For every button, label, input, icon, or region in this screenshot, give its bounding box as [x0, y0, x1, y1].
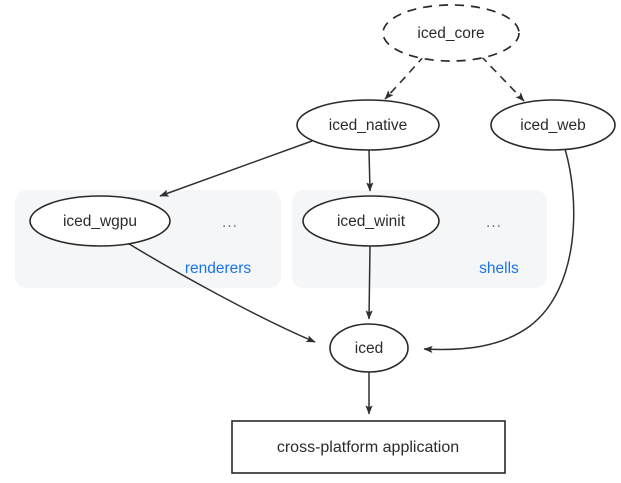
edge-iced-core-to-iced-native	[384, 55, 425, 100]
node-iced-core-shape[interactable]	[382, 4, 520, 62]
node-iced-web[interactable]: iced_web	[490, 99, 616, 151]
node-iced-web-label: iced_web	[520, 117, 586, 134]
node-iced-label: iced	[355, 340, 383, 357]
node-iced[interactable]: iced	[329, 323, 409, 373]
node-iced-wgpu-shape[interactable]	[29, 195, 171, 247]
edge-iced-native-to-iced-winit	[366, 149, 374, 192]
node-iced-shape[interactable]	[329, 323, 409, 373]
node-application-label: cross-platform application	[277, 439, 459, 456]
cluster-renderers-ellipsis: ...	[222, 214, 238, 231]
cluster-shells-label: shells	[479, 260, 519, 277]
node-iced-wgpu-label: iced_wgpu	[63, 213, 137, 230]
node-iced-wgpu[interactable]: iced_wgpu	[29, 195, 171, 247]
edge-iced-winit-to-iced	[365, 245, 373, 320]
node-iced-core[interactable]: iced_core	[382, 4, 520, 62]
node-iced-winit-label: iced_winit	[337, 213, 406, 230]
node-iced-winit-shape[interactable]	[302, 195, 440, 247]
edges-layer	[125, 55, 575, 415]
edge-iced-core-to-iced-web	[480, 55, 525, 102]
node-iced-native[interactable]: iced_native	[296, 99, 440, 151]
node-iced-core-label: iced_core	[417, 25, 484, 42]
edge-iced-native-to-iced-wgpu	[159, 140, 313, 197]
node-application-shape[interactable]	[231, 420, 506, 474]
edge-iced-wgpu-to-iced	[125, 241, 316, 343]
node-iced-native-label: iced_native	[329, 117, 407, 134]
node-iced-web-shape[interactable]	[490, 99, 616, 151]
node-iced-winit[interactable]: iced_winit	[302, 195, 440, 247]
edge-iced-web-to-iced	[423, 148, 575, 354]
node-application[interactable]: cross-platform application	[231, 420, 506, 474]
node-iced-native-shape[interactable]	[296, 99, 440, 151]
cluster-shells-ellipsis: ...	[486, 214, 502, 231]
cluster-renderers-label: renderers	[185, 260, 252, 277]
